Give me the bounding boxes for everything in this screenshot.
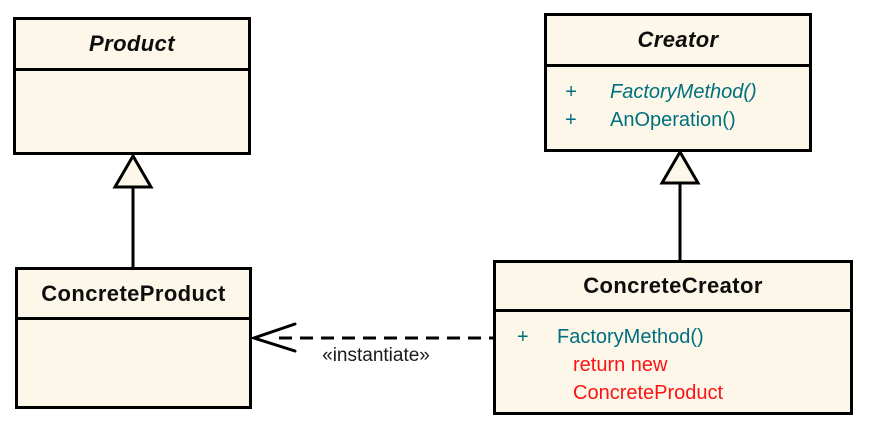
class-title-product: Product [16, 20, 248, 71]
class-box-concrete-product: ConcreteProduct [15, 267, 252, 409]
visibility-plus: + [517, 326, 529, 348]
method-factorymethod-abstract: + FactoryMethod() [547, 78, 809, 106]
visibility-plus: + [565, 109, 577, 131]
class-body-product [16, 71, 248, 152]
instantiate-open-arrowhead-icon [249, 322, 297, 353]
class-title-concrete-product: ConcreteProduct [18, 270, 249, 320]
method-anoperation: + AnOperation() [547, 106, 809, 134]
method-name: AnOperation() [610, 109, 736, 131]
code-note-line: return new [573, 354, 668, 376]
code-note-line: ConcreteProduct [573, 382, 724, 404]
class-body-concrete-product [18, 320, 249, 406]
generalization-creator-arrowhead-icon [659, 149, 701, 185]
instantiate-edge-label: «instantiate» [322, 345, 430, 366]
method-factorymethod: + FactoryMethod() [496, 323, 850, 351]
class-body-creator: + FactoryMethod() + AnOperation() [547, 67, 809, 149]
generalization-product-arrowhead-icon [112, 153, 154, 189]
visibility-plus: + [565, 81, 577, 103]
class-title-concrete-creator: ConcreteCreator [496, 263, 850, 312]
class-box-concrete-creator: ConcreteCreator + FactoryMethod() return… [493, 260, 853, 415]
class-box-creator: Creator + FactoryMethod() + AnOperation(… [544, 13, 812, 152]
method-name: FactoryMethod() [610, 81, 757, 103]
class-title-creator: Creator [547, 16, 809, 67]
class-body-concrete-creator: + FactoryMethod() return new ConcretePro… [496, 312, 850, 412]
method-name: FactoryMethod() [557, 326, 704, 348]
class-box-product: Product [13, 17, 251, 155]
